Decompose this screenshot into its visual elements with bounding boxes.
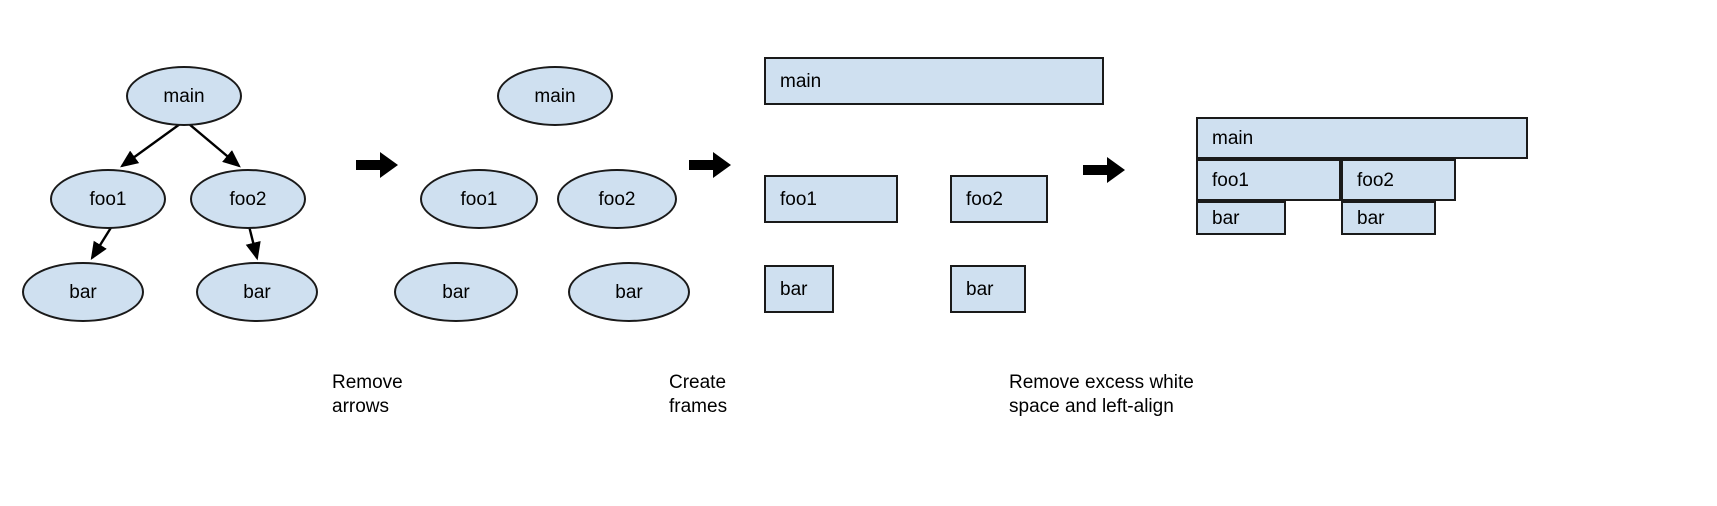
node-bar-left[interactable]: bar	[22, 262, 144, 322]
node-label: main	[163, 85, 205, 107]
flame-frame-foo2[interactable]: foo2	[1341, 159, 1456, 201]
node-foo1[interactable]: foo1	[50, 169, 166, 229]
node-bar-right[interactable]: bar	[568, 262, 690, 322]
step-arrow-1-icon	[356, 152, 398, 178]
caption-remove-whitespace: Remove excess white space and left-align	[1009, 372, 1194, 417]
frame-label: foo1	[1212, 169, 1249, 191]
flame-frame-foo1[interactable]: foo1	[1196, 159, 1341, 201]
frame-label: main	[1212, 127, 1254, 149]
frame-label: bar	[966, 278, 994, 300]
node-bar-right[interactable]: bar	[196, 262, 318, 322]
node-label: bar	[615, 281, 643, 303]
frame-label: bar	[1212, 207, 1240, 229]
flame-frame-bar-right[interactable]: bar	[1341, 201, 1436, 235]
frame-bar-right[interactable]: bar	[950, 265, 1026, 313]
frame-bar-left[interactable]: bar	[764, 265, 834, 313]
node-bar-left[interactable]: bar	[394, 262, 518, 322]
flame-frame-main[interactable]: main	[1196, 117, 1528, 159]
node-label: bar	[243, 281, 271, 303]
frame-label: foo2	[1357, 169, 1394, 191]
node-foo2[interactable]: foo2	[557, 169, 677, 229]
node-label: bar	[442, 281, 470, 303]
frame-main[interactable]: main	[764, 57, 1104, 105]
flame-frame-bar-left[interactable]: bar	[1196, 201, 1286, 235]
step-arrow-3-icon	[1083, 157, 1125, 183]
caption-create-frames: Create frames	[669, 372, 728, 417]
node-label: foo1	[89, 188, 127, 210]
frame-foo2[interactable]: foo2	[950, 175, 1048, 223]
frame-label: foo1	[780, 188, 817, 210]
frame-label: main	[780, 70, 822, 92]
frame-label: bar	[1357, 207, 1385, 229]
node-main[interactable]: main	[126, 66, 242, 126]
caption-remove-arrows: Remove arrows	[332, 372, 403, 417]
node-label: bar	[69, 281, 97, 303]
frame-foo1[interactable]: foo1	[764, 175, 898, 223]
node-main[interactable]: main	[497, 66, 613, 126]
frame-label: bar	[780, 278, 808, 300]
node-foo1[interactable]: foo1	[420, 169, 538, 229]
frame-label: foo2	[966, 188, 1003, 210]
node-label: foo2	[229, 188, 267, 210]
node-foo2[interactable]: foo2	[190, 169, 306, 229]
step-arrow-2-icon	[689, 152, 731, 178]
node-label: foo2	[598, 188, 636, 210]
node-label: main	[534, 85, 576, 107]
node-label: foo1	[460, 188, 498, 210]
